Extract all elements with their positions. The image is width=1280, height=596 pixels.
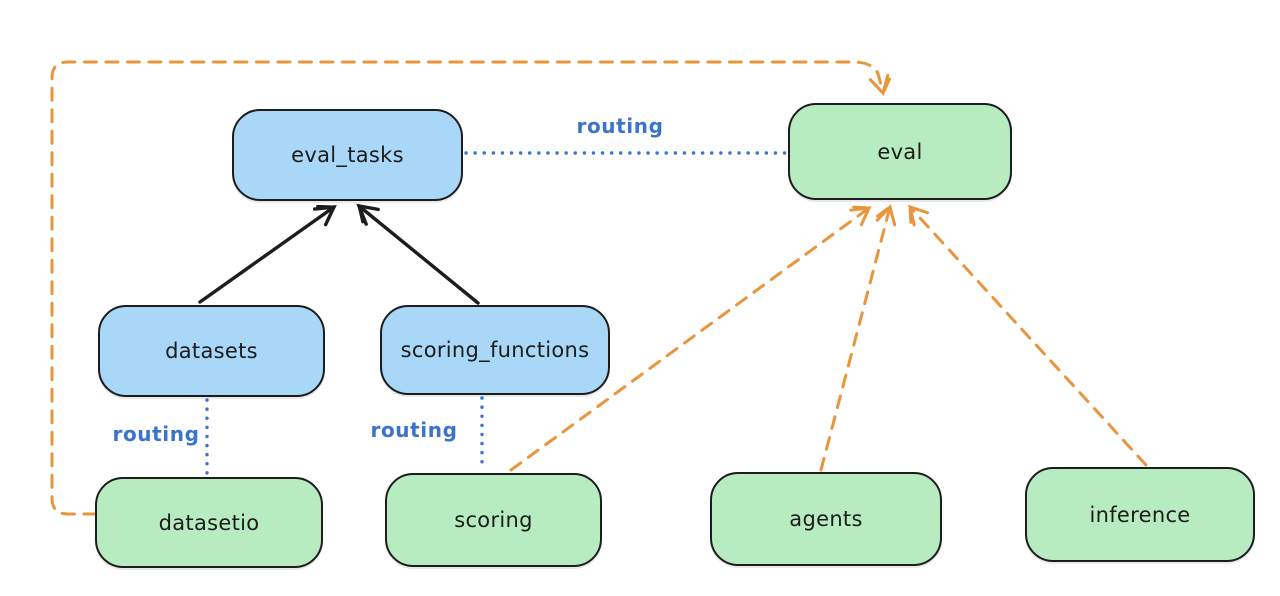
node-label: datasets (165, 339, 258, 363)
node-datasetio[interactable]: datasetio (95, 477, 323, 568)
edge-scoring-functions-to-eval-tasks (356, 203, 480, 305)
node-label: inference (1089, 502, 1191, 527)
edge-scoring-to-eval (509, 205, 872, 472)
node-eval-tasks[interactable]: eval_tasks (232, 109, 463, 201)
routing-label-scoring-functions-scoring: routing (370, 418, 458, 442)
edge-inference-to-eval (907, 204, 1148, 467)
edge-agents-to-eval (819, 204, 897, 472)
node-datasets[interactable]: datasets (98, 305, 325, 397)
routing-label-datasets-datasetio: routing (112, 422, 200, 446)
edge-datasets-to-eval-tasks (198, 204, 337, 304)
node-label: eval_tasks (291, 143, 404, 167)
node-label: agents (789, 507, 863, 531)
node-scoring-functions[interactable]: scoring_functions (380, 305, 610, 395)
node-label: scoring_functions (400, 338, 590, 362)
node-scoring[interactable]: scoring (385, 473, 602, 567)
node-inference[interactable]: inference (1025, 467, 1255, 562)
node-label: scoring (454, 508, 533, 532)
node-label: datasetio (158, 510, 260, 535)
node-agents[interactable]: agents (710, 472, 942, 566)
node-eval[interactable]: eval (788, 103, 1012, 200)
routing-label-eval-tasks-eval: routing (576, 114, 664, 138)
node-label: eval (877, 139, 923, 164)
